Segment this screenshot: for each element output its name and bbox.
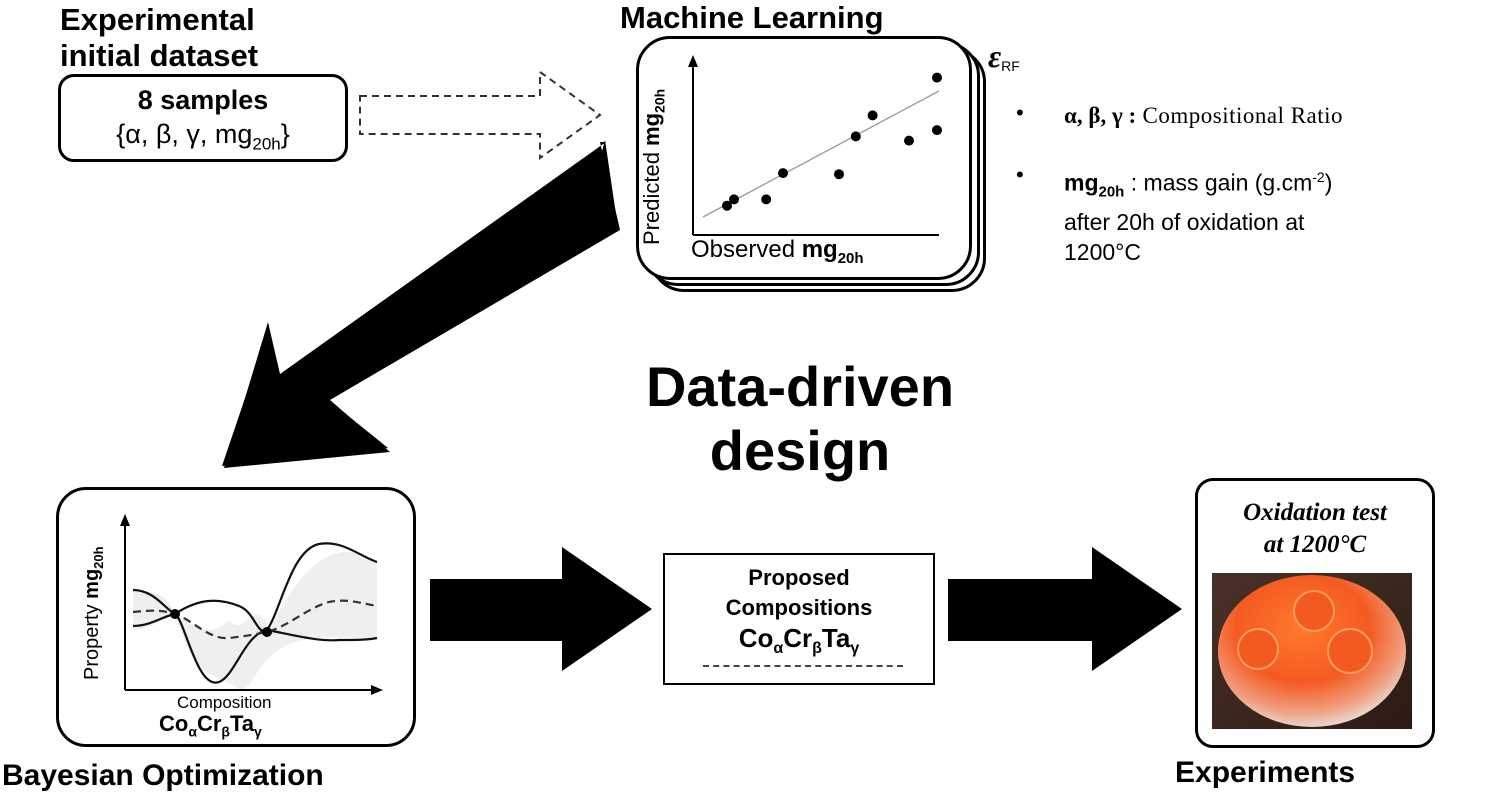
proposed-box: Proposed Compositions CoαCrβTaγ [663,553,935,685]
dataset-title-line2: initial dataset [60,38,259,73]
proposed-dashed-line [703,665,903,667]
crucible-plate [1218,575,1406,727]
ml-fit-line [702,90,940,218]
center-title-line1: Data-driven [645,355,955,418]
legend-item-2-main: mg [1064,169,1099,196]
legend-item-2-sup: -2 [1312,169,1325,185]
ml-scatter-point [850,131,861,142]
model-symbol: ε [988,38,1002,74]
ml-scatter-point [834,169,844,180]
bo-x-axis-arrowhead [371,685,383,695]
ml-xlabel-sub: 20h [837,249,864,267]
bo-observation-1 [170,609,180,619]
bo-ylabel: Property mg20h [81,546,106,680]
bo-formula: CoαCrβTaγ [159,711,262,739]
dataset-box: 8 samples {α, β, γ, mg20h} [58,74,348,162]
ml-ylabel-sub: 20h [651,88,668,113]
legend-item-2: mg20h : mass gain (g.cm-2) after 20h of … [1064,162,1332,267]
ml-xlabel-prefix: Observed [691,236,802,263]
center-title: Data-driven design [560,355,1040,483]
sample-disk-3 [1327,628,1373,674]
legend-bullet-2: • [1016,162,1024,187]
experiments-caption-line2: at 1200°C [1263,531,1367,558]
experiments-caption-line1: Oxidation test [1243,499,1387,526]
bo-formula-gamma: γ [253,723,262,740]
ml-scatter-point [867,110,878,121]
variables-subscript: 20h [252,134,281,154]
bo-formula-co: Co [159,711,189,736]
model-label: εRF [988,38,1020,75]
bo-formula-beta: β [221,723,230,740]
legend-item-2-sub: 20h [1098,183,1125,201]
ml-scatter-point [778,168,788,179]
bo-ylabel-sub: 20h [91,546,106,569]
ml-scatter-point [722,200,732,211]
legend-item-1-symbols: α, β, γ : [1064,103,1137,128]
bo-ylabel-prefix: Property [81,598,103,680]
dashed-arrow [359,70,602,160]
bo-observation-2 [262,627,272,637]
bo-xlabel: Composition [177,693,272,712]
proposed-formula-ta: Ta [821,623,851,653]
bo-plot [120,514,383,695]
bo-formula-ta: Ta [229,711,254,736]
proposed-formula-alpha: α [773,640,784,658]
legend-bullet-1: • [1016,100,1024,125]
ml-scatter-point [729,194,739,205]
oxidation-photo [1212,573,1412,729]
dataset-title-line1: Experimental [60,2,255,37]
bo-card: Property mg20h Composition CoαCrβTaγ [56,487,416,747]
bo-y-axis-arrowhead [120,514,130,526]
proposed-formula-cr: Cr [783,623,813,653]
ml-ylabel-main: mg [639,112,664,146]
ml-card: Predicted mg20h Observed mg20h [636,36,972,280]
ml-scatter-plot [688,55,942,236]
ml-scatter-point [932,72,942,83]
variables-close: } [280,119,290,149]
bo-formula-alpha: α [188,723,197,740]
ml-scatter-point [761,194,772,205]
arrow-bo-to-proposed [430,547,652,671]
ml-ylabel-prefix: Predicted [639,145,664,245]
legend-item-1: α, β, γ : Compositional Ratio [1064,100,1343,131]
ml-title: Machine Learning [620,0,884,35]
legend-item-2-close: ) [1324,169,1333,196]
dataset-title: Experimental initial dataset [60,2,258,74]
sample-disk-1 [1293,590,1335,632]
ml-xlabel-main: mg [801,236,838,263]
bo-formula-cr: Cr [196,711,222,736]
proposed-formula: CoαCrβTaγ [665,623,933,658]
legend-item-2-line3: 1200°C [1064,239,1141,266]
sample-disk-2 [1237,628,1279,670]
ml-scatter-point [932,125,942,136]
proposed-formula-co: Co [738,623,774,653]
legend-item-1-text: Compositional Ratio [1142,103,1344,128]
legend-item-2-text: : mass gain (g.cm [1124,169,1313,196]
diagonal-arrow [222,140,620,468]
proposed-line2: Compositions [725,595,873,620]
model-subscript: RF [1001,58,1020,75]
ml-xlabel: Observed mg20h [691,236,864,267]
proposed-formula-gamma: γ [850,640,860,658]
center-title-line2: design [709,419,891,482]
dataset-variables: {α, β, γ, mg20h} [61,119,345,154]
ml-ylabel: Predicted mg20h [639,89,667,245]
experiments-card: Oxidation test at 1200°C [1195,478,1435,748]
ml-y-axis-arrowhead [688,55,698,67]
bo-title: Bayesian Optimization [2,759,324,792]
legend-item-2-line2: after 20h of oxidation at [1064,209,1305,236]
experiments-title: Experiments [1175,756,1356,789]
variables-text: {α, β, γ, mg [116,119,253,149]
proposed-formula-beta: β [812,640,822,658]
bo-ylabel-main: mg [81,568,103,599]
ml-scatter-point [904,135,914,146]
proposed-line1: Proposed [748,565,850,590]
arrow-proposed-to-experiments [948,547,1182,671]
samples-label: 8 samples [137,85,269,115]
